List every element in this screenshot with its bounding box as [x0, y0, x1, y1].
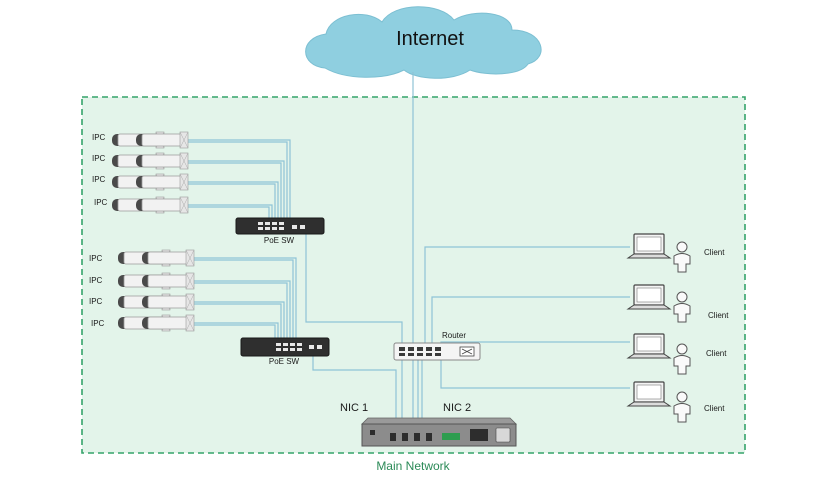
ipc-label: IPC	[89, 297, 103, 306]
poe-switch-1-icon	[235, 217, 325, 235]
ipc-label: IPC	[92, 175, 106, 184]
laptop-icon	[627, 284, 671, 310]
client-label: Client	[706, 349, 727, 358]
nic2-label: NIC 2	[443, 402, 471, 414]
ipc-camera-icon	[141, 272, 195, 290]
client-1: Client	[627, 233, 725, 273]
ipc-camera-icon	[141, 293, 195, 311]
router-icon	[393, 342, 481, 361]
internet-label: Internet	[396, 28, 464, 50]
client-label: Client	[708, 311, 729, 320]
camera-group-1: IPC IPC IPC IPC	[92, 131, 189, 214]
ipc-label: IPC	[89, 254, 103, 263]
camera-group-2: IPC IPC IPC IPC	[89, 249, 195, 332]
ipc-label: IPC	[91, 319, 105, 328]
client-label: Client	[704, 248, 725, 257]
ipc-camera-icon	[135, 173, 189, 191]
ipc-label: IPC	[94, 198, 108, 207]
client-label: Client	[704, 404, 725, 413]
nic1-label: NIC 1	[340, 402, 368, 414]
ipc-label: IPC	[92, 154, 106, 163]
poe-switch-2-icon	[240, 337, 330, 357]
nvr-device-icon	[361, 417, 517, 447]
laptop-icon	[627, 233, 671, 259]
router-label: Router	[442, 331, 466, 340]
main-network-label: Main Network	[376, 459, 450, 473]
laptop-icon	[627, 381, 671, 407]
network-links	[186, 72, 630, 435]
client-3: Client	[627, 333, 727, 375]
poe-switch-1-label: PoE SW	[264, 236, 295, 245]
poe-switch-2-label: PoE SW	[269, 357, 300, 366]
ipc-camera-icon	[135, 196, 189, 214]
client-4: Client	[627, 381, 725, 423]
ipc-camera-icon	[141, 314, 195, 332]
ipc-camera-icon	[141, 249, 195, 267]
ipc-label: IPC	[89, 276, 103, 285]
laptop-icon	[627, 333, 671, 359]
ipc-label: IPC	[92, 133, 106, 142]
internet-cloud-icon	[305, 6, 542, 79]
ipc-camera-icon	[135, 152, 189, 170]
client-2: Client	[627, 284, 729, 323]
ipc-camera-icon	[135, 131, 189, 149]
